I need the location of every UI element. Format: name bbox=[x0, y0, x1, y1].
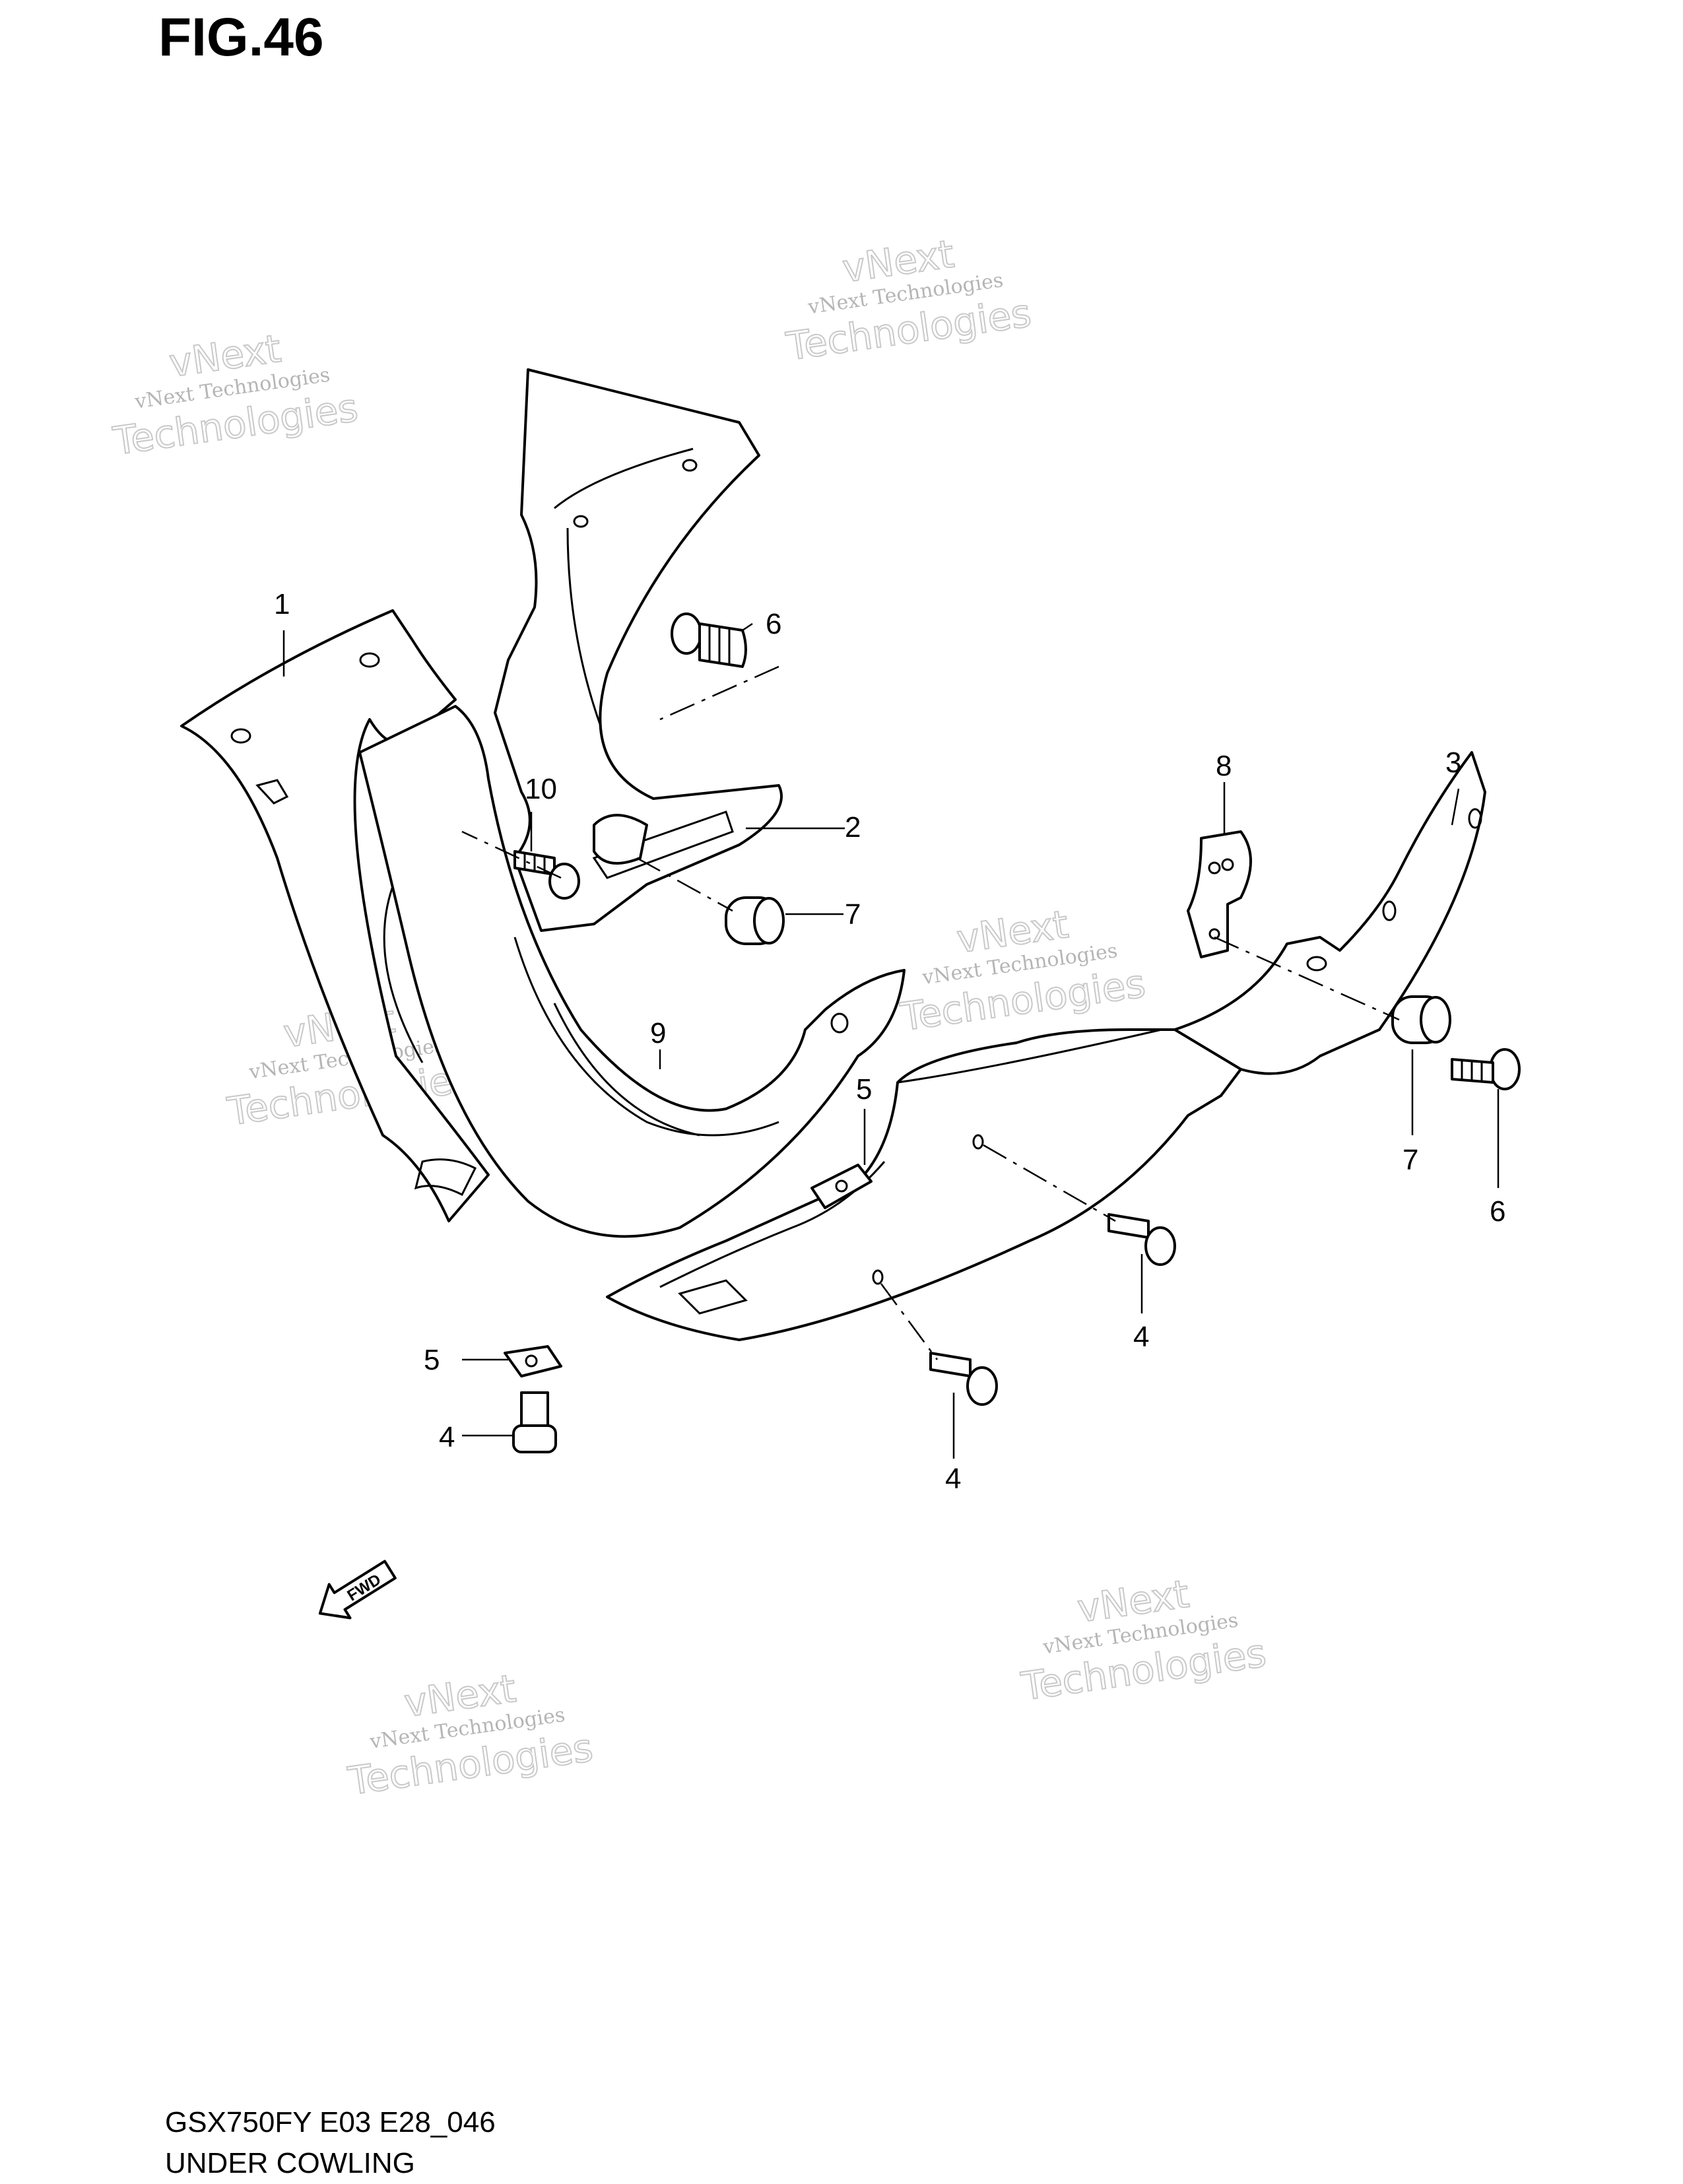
part-9-inner-cowl bbox=[358, 705, 906, 1238]
callout-4-lower: 4 bbox=[945, 1463, 961, 1495]
callout-6-right: 6 bbox=[1490, 1195, 1505, 1228]
callout-5-left: 5 bbox=[424, 1344, 440, 1376]
section-name: UNDER COWLING bbox=[165, 2147, 415, 2179]
part-8-bracket bbox=[1187, 830, 1252, 958]
part-4-bolt-left bbox=[512, 1391, 557, 1453]
callout-labels: 1 6 2 3 7 8 10 9 5 4 4 5 4 7 6 bbox=[274, 588, 1505, 1495]
callout-3: 3 bbox=[1445, 746, 1461, 779]
part-1-side-panel bbox=[180, 609, 490, 1222]
part-5-clip-nut-left bbox=[504, 1345, 562, 1377]
watermark-top-left: vNext vNext Technologies Technologies bbox=[110, 325, 361, 465]
part-7-grommet-left bbox=[725, 896, 785, 945]
watermark-top-center: vNext vNext Technologies Technologies bbox=[783, 230, 1034, 370]
callout-4-center: 4 bbox=[1133, 1321, 1149, 1353]
watermark-bottom-center: vNext vNext Technologies Technologies bbox=[1018, 1571, 1269, 1710]
watermark-mid-center: vNext vNext Technologies Technologies bbox=[897, 901, 1148, 1040]
leader-lines bbox=[282, 622, 1500, 1459]
callout-5-center: 5 bbox=[856, 1073, 872, 1106]
callout-9: 9 bbox=[650, 1017, 666, 1049]
part-6-screw-upper bbox=[671, 612, 747, 668]
part-2-inner-shroud bbox=[494, 368, 783, 932]
part-4-screw-center bbox=[1107, 1213, 1176, 1266]
part-6-screw-right bbox=[1451, 1048, 1521, 1090]
callout-8: 8 bbox=[1216, 750, 1232, 782]
callout-4-left: 4 bbox=[439, 1421, 455, 1453]
figure-title: FIG.46 bbox=[158, 7, 324, 67]
callout-2: 2 bbox=[845, 811, 861, 844]
fwd-arrow-icon: FWD bbox=[318, 1560, 397, 1620]
part-4-screw-lower bbox=[929, 1352, 998, 1406]
watermark-bottom-left: vNext vNext Technologies Technologies bbox=[345, 1665, 596, 1804]
model-code: GSX750FY E03 E28_046 bbox=[165, 2106, 496, 2138]
footer: GSX750FY E03 E28_046 UNDER COWLING bbox=[165, 2102, 496, 2184]
part-7-grommet-right bbox=[1391, 995, 1451, 1044]
callout-10: 10 bbox=[525, 773, 557, 805]
part-7-clip-upper bbox=[593, 814, 648, 865]
callout-1: 1 bbox=[274, 588, 290, 620]
callout-6-upper: 6 bbox=[766, 608, 781, 640]
callout-7-left: 7 bbox=[845, 898, 861, 931]
part-3-rear-panel bbox=[1173, 751, 1486, 1075]
lower-belly-pan bbox=[606, 1028, 1242, 1341]
callout-7-right: 7 bbox=[1402, 1144, 1418, 1176]
part-5-clip-nut-center bbox=[810, 1164, 873, 1209]
